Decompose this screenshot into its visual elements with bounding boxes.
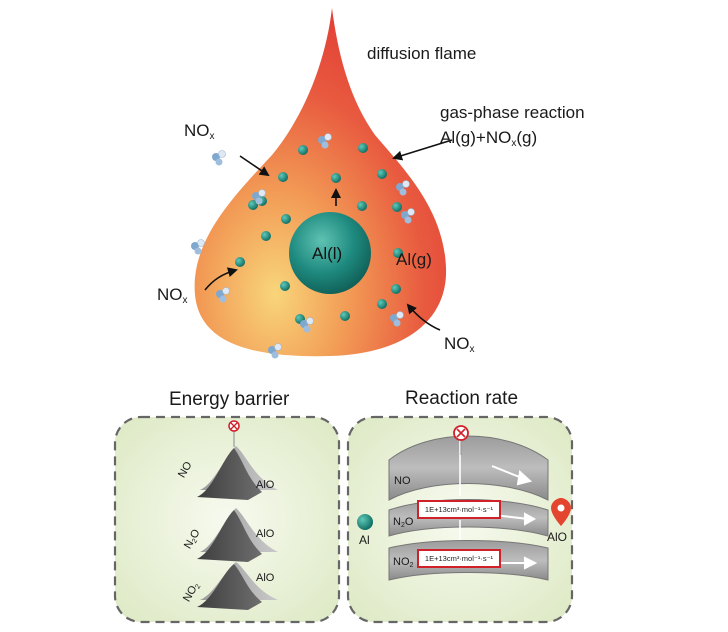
energy-product-n2o: AlO <box>256 528 275 540</box>
energy-peak-no <box>197 446 278 500</box>
rate-channel-label-no2: NO2 <box>393 556 414 569</box>
nox-label-right: NOx <box>444 334 475 355</box>
vapor-label: Al(g) <box>396 250 432 269</box>
flame-envelope <box>194 8 447 357</box>
flame-title: diffusion flame <box>367 44 477 63</box>
nox-label-left: NOx <box>157 285 188 306</box>
rate-channel-label-no: NO <box>394 475 411 487</box>
energy-product-no: AlO <box>256 479 275 491</box>
rate-panel-title: Reaction rate <box>405 388 519 409</box>
rate-arrows <box>491 465 538 570</box>
rate-channel-no <box>388 435 549 501</box>
al-atom-icon <box>357 514 373 530</box>
aluminum-droplet <box>289 212 371 294</box>
energy-product-no2: AlO <box>256 572 275 584</box>
energy-panel-title: Energy barrier <box>169 389 290 410</box>
reaction-equation: Al(g)+NOx(g) <box>440 128 538 149</box>
droplet-label: Al(l) <box>312 244 343 263</box>
rate-value-no2: 1E+13cm³·mol⁻¹·s⁻¹ <box>417 549 501 568</box>
no-sign-icon <box>228 420 240 447</box>
alo-end-label: AlO <box>547 530 568 544</box>
energy-peak-n2o <box>197 508 278 562</box>
rate-value-n2o: 1E+13cm³·mol⁻¹·s⁻¹ <box>417 500 501 519</box>
nox-label-top: NOx <box>184 121 215 142</box>
nox-molecules <box>191 133 415 359</box>
location-pin-icon <box>551 498 571 526</box>
flow-arrows <box>204 139 453 331</box>
energy-peak-no2 <box>197 562 278 610</box>
rate-channel-label-n2o: N2O <box>393 516 414 529</box>
no-sign-icon-rate <box>453 425 469 455</box>
al-start-label: Al <box>359 533 370 547</box>
reaction-title: gas-phase reaction <box>440 103 585 122</box>
